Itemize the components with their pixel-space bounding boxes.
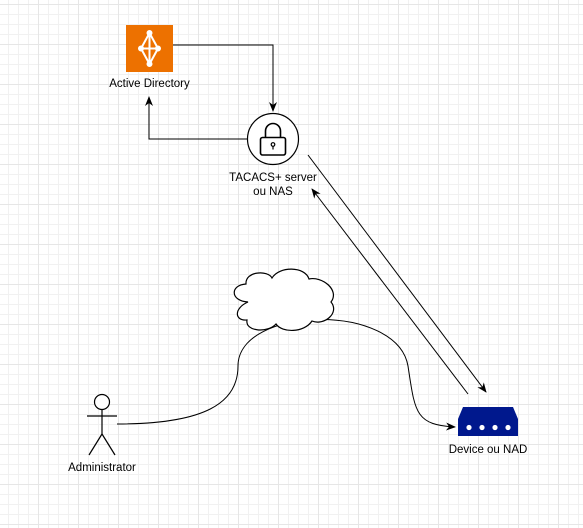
tacacs-server-label-line1: TACACS+ server bbox=[229, 172, 317, 184]
connector-tacacs-to-device[interactable] bbox=[307, 154, 487, 393]
connector-device-to-tacacs[interactable] bbox=[311, 188, 469, 395]
connector-ad-to-tacacs[interactable] bbox=[173, 44, 277, 112]
tacacs-server-label: TACACS+ server ou NAS bbox=[213, 171, 333, 199]
network-device-icon[interactable] bbox=[458, 407, 518, 436]
cloud-icon[interactable] bbox=[233, 268, 335, 331]
active-directory-icon[interactable] bbox=[126, 25, 173, 72]
tacacs-server-label-line2: ou NAS bbox=[253, 186, 293, 198]
active-directory-label: Active Directory bbox=[109, 78, 190, 90]
connector-tacacs-to-ad[interactable] bbox=[145, 96, 248, 140]
person-icon[interactable] bbox=[87, 393, 117, 456]
device-label: Device ou NAD bbox=[448, 444, 528, 456]
connector-admin-to-device[interactable] bbox=[116, 319, 456, 431]
lock-icon[interactable] bbox=[246, 112, 300, 166]
administrator-label: Administrator bbox=[68, 462, 136, 474]
